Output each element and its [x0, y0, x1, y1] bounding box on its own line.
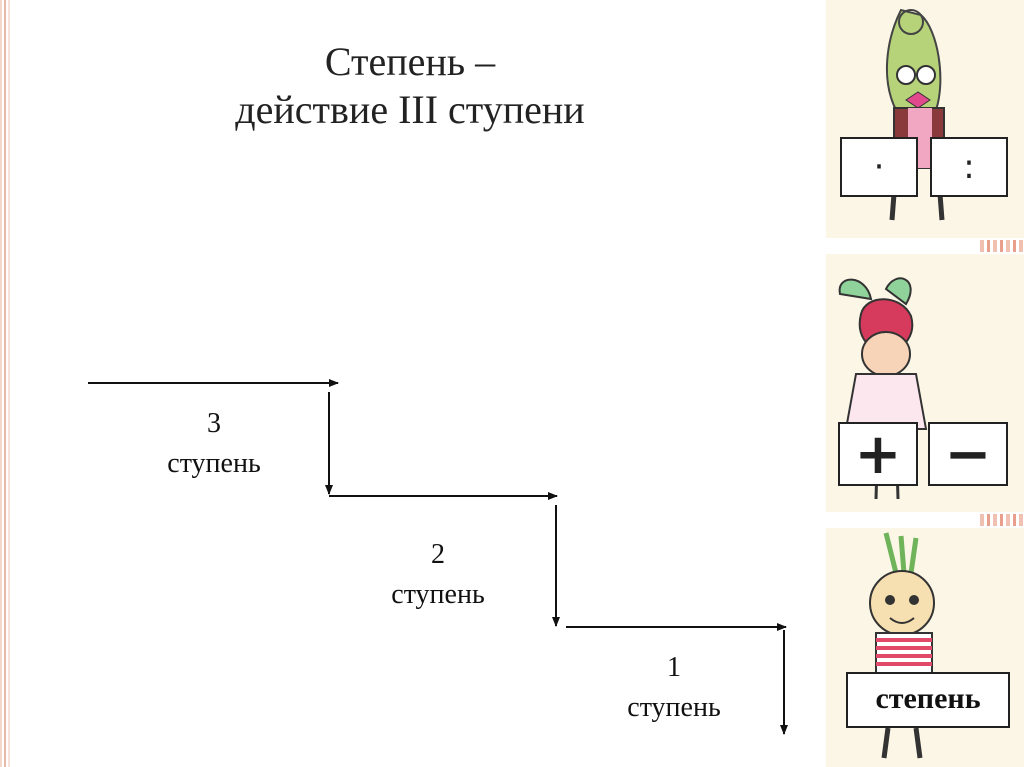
- step-2-label: 2 ступень: [378, 535, 498, 615]
- illustration-plus-minus: + −: [826, 254, 1024, 512]
- step-1-number: 1: [667, 652, 681, 683]
- step-3-label: 3 ступень: [154, 404, 274, 484]
- page-title: Степень – действие III ступени: [160, 38, 660, 134]
- step-3-word: ступень: [167, 448, 261, 479]
- power-sign-card: степень: [846, 672, 1010, 728]
- step-1-word: ступень: [627, 692, 721, 723]
- illustration-mult-div: · :: [826, 0, 1024, 238]
- step-2-word: ступень: [391, 579, 485, 610]
- step-2-number: 2: [431, 539, 445, 570]
- title-line-2: действие III ступени: [235, 87, 585, 132]
- decorative-stripe: [980, 240, 1024, 252]
- step-1-label: 1 ступень: [614, 648, 734, 728]
- character-squash-icon: [886, 8, 945, 221]
- step-3-number: 3: [207, 408, 221, 439]
- title-line-1: Степень –: [324, 39, 496, 84]
- decorative-stripe: [980, 514, 1024, 526]
- character-onion-boy-icon: [869, 532, 935, 759]
- minus-sign-card: −: [928, 422, 1008, 487]
- colon-sign-card: :: [930, 137, 1008, 197]
- character-radish-girl-icon: [838, 277, 928, 500]
- illustration-power: степень: [826, 528, 1024, 767]
- dot-sign-card: ·: [840, 137, 918, 197]
- plus-sign-card: +: [838, 422, 918, 487]
- decorative-left-border: [0, 0, 14, 767]
